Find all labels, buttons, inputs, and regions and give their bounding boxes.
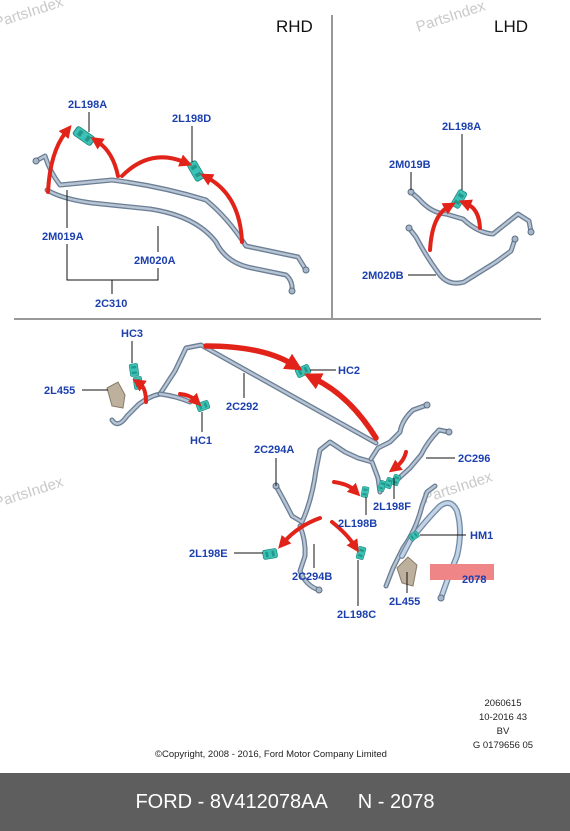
drawing-date-code: 10-2016 43 [479,712,527,723]
callout-labels-lower: HC3 2L455 HC1 2C292 HC2 2C294A 2C296 2L1… [44,328,493,621]
rhd-heading: RHD [276,17,313,36]
drawing-reference: G 0179656 05 [473,740,533,751]
callout-label: 2M020B [362,270,404,282]
tube-fitting [445,428,453,436]
callout-label: 2L198F [373,501,411,513]
drawing-info: 2060615 10-2016 43 BV G 0179656 05 [473,698,533,751]
brake-lines-diagram: PartsIndex PartsIndex PartsIndex PartsIn… [0,0,541,760]
red-arrow [200,173,244,244]
red-arrow [90,137,120,178]
tube-fitting [437,594,445,602]
callout-label: 2M019B [389,159,431,171]
red-arrow [278,516,322,549]
lhd-heading: LHD [494,17,528,36]
red-arrow [332,480,361,497]
connector-2l198b [360,485,370,499]
red-arrow [178,392,202,407]
red-arrow [203,343,303,371]
callout-label: 2M019A [42,231,84,243]
callout-label: HM1 [470,530,493,542]
tube-fittings [32,157,535,602]
tube-fitting [302,266,310,274]
tube-fitting [405,224,413,232]
tube-fitting [423,401,431,409]
red-arrow [428,202,456,252]
callout-label: 2L198A [442,121,481,133]
drawing-number: 2060615 [485,698,522,709]
connector-hc1 [195,399,211,413]
drawing-author-code: BV [497,726,510,737]
tube-fitting [32,157,40,165]
red-arrow [120,154,193,178]
part-footer-bar: FORD - 8V412078AA N - 2078 [0,773,570,831]
bracket-left [106,381,126,409]
callout-label: 2L198C [337,609,376,621]
callout-labels-lhd: 2L198A 2M019B 2M020B [362,121,481,282]
connector-rhd-2l198a [71,125,97,147]
connector-rhd-2l198d [186,159,206,183]
red-arrow [458,199,482,230]
callout-label: 2C310 [95,298,127,310]
connector-2l198f [390,473,402,487]
tube-fitting [315,586,323,594]
bracket-right [396,556,418,587]
callout-label: 2L455 [44,385,75,397]
highlighted-callout-label: 2078 [462,574,486,586]
brake-tubes [36,156,531,598]
brake-tube-lhd-upper [411,192,531,234]
red-arrow [46,125,72,194]
red-arrow [132,379,148,404]
brand-part-number: FORD - 8V412078AA [135,790,328,813]
callout-label: 2L455 [389,596,420,608]
watermark-text: PartsIndex [414,0,488,36]
highlight-box [430,564,494,580]
red-arrow [388,450,408,473]
copyright-notice: ©Copyright, 2008 - 2016, Ford Motor Comp… [155,749,387,760]
callout-label: 2C292 [226,401,258,413]
leader-lines [66,112,466,606]
callout-label: 2L198E [189,548,228,560]
tube-fitting [511,235,519,243]
callout-label: HC3 [121,328,143,340]
connector-lhd-2l198a [450,188,468,210]
red-arrow [330,520,359,553]
callout-label: 2L198B [338,518,377,530]
callout-label: 2C294A [254,444,294,456]
callout-labels-rhd: 2L198A 2L198D 2M019A 2M020A 2C310 [42,99,211,310]
brake-tube-right-a-core [369,403,429,461]
connector-hc2 [294,363,312,379]
callout-label: 2L198A [68,99,107,111]
callout-label: 2L198D [172,113,211,125]
callout-label: HC2 [338,365,360,377]
callout-label: 2C294B [292,571,332,583]
watermarks: PartsIndex PartsIndex PartsIndex PartsIn… [0,0,495,512]
connector-2l198c [355,545,367,561]
red-arrow [303,373,379,441]
brake-tube-rhd-lower [47,190,292,291]
callout-label: 2M020A [134,255,176,267]
watermark-text: PartsIndex [0,0,66,32]
tube-fitting [527,228,535,236]
connector-hc3 [128,362,140,378]
watermark-text: PartsIndex [0,473,66,511]
brake-tube-rhd-lower-core [45,188,294,293]
tube-fitting [288,287,296,295]
callout-label: HC1 [190,435,212,447]
callout-label: 2C296 [458,453,490,465]
connector-2l198e [261,547,279,561]
callout-reference: N - 2078 [357,790,435,813]
pointer-arrows [46,125,482,553]
